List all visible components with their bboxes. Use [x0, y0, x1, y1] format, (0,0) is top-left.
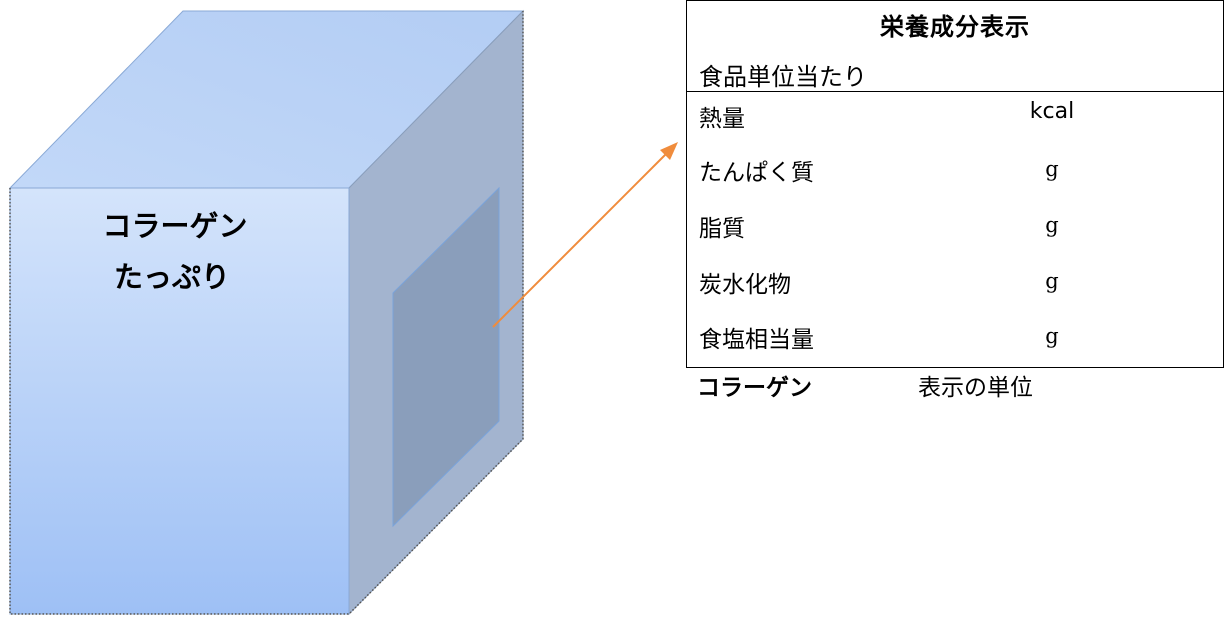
nutrient-row: 食塩相当量 g	[687, 320, 1223, 360]
collagen-footer-label: コラーゲン	[697, 375, 812, 401]
label-panel-on-box	[392, 186, 500, 528]
nutrient-name: 炭水化物	[699, 272, 791, 298]
nutrient-name: たんぱく質	[699, 160, 814, 186]
unit-note-label: 表示の単位	[918, 375, 1033, 401]
box-front-face	[9, 187, 350, 615]
nutrient-name: 食塩相当量	[699, 327, 814, 353]
nutrient-unit: g	[1045, 269, 1059, 293]
nutrient-unit: g	[1045, 213, 1059, 237]
pointer-arrow-head	[660, 142, 678, 160]
box-dotted-outline	[9, 11, 524, 615]
label-title: 栄養成分表示	[880, 13, 1030, 41]
nutrition-facts-label: 栄養成分表示 食品単位当たり 熱量 kcal たんぱく質 g 脂質 g 炭水化物…	[686, 0, 1224, 368]
label-divider	[687, 91, 1223, 92]
nutrient-row: 脂質 g	[687, 209, 1223, 249]
box-front-text-line2: たっぷり	[114, 260, 230, 294]
nutrient-row: たんぱく質 g	[687, 153, 1223, 193]
nutrient-unit: g	[1045, 157, 1059, 181]
label-subtitle: 食品単位当たり	[699, 63, 867, 91]
box-front-text-line1: コラーゲン	[102, 209, 247, 243]
nutrient-unit: kcal	[1029, 99, 1075, 124]
nutrient-name: 脂質	[699, 216, 745, 242]
nutrient-name: 熱量	[699, 106, 745, 132]
nutrient-row: 炭水化物 g	[687, 265, 1223, 305]
nutrient-row: 熱量 kcal	[687, 99, 1223, 139]
pointer-arrow-line	[492, 151, 669, 328]
nutrient-unit: g	[1045, 324, 1059, 348]
